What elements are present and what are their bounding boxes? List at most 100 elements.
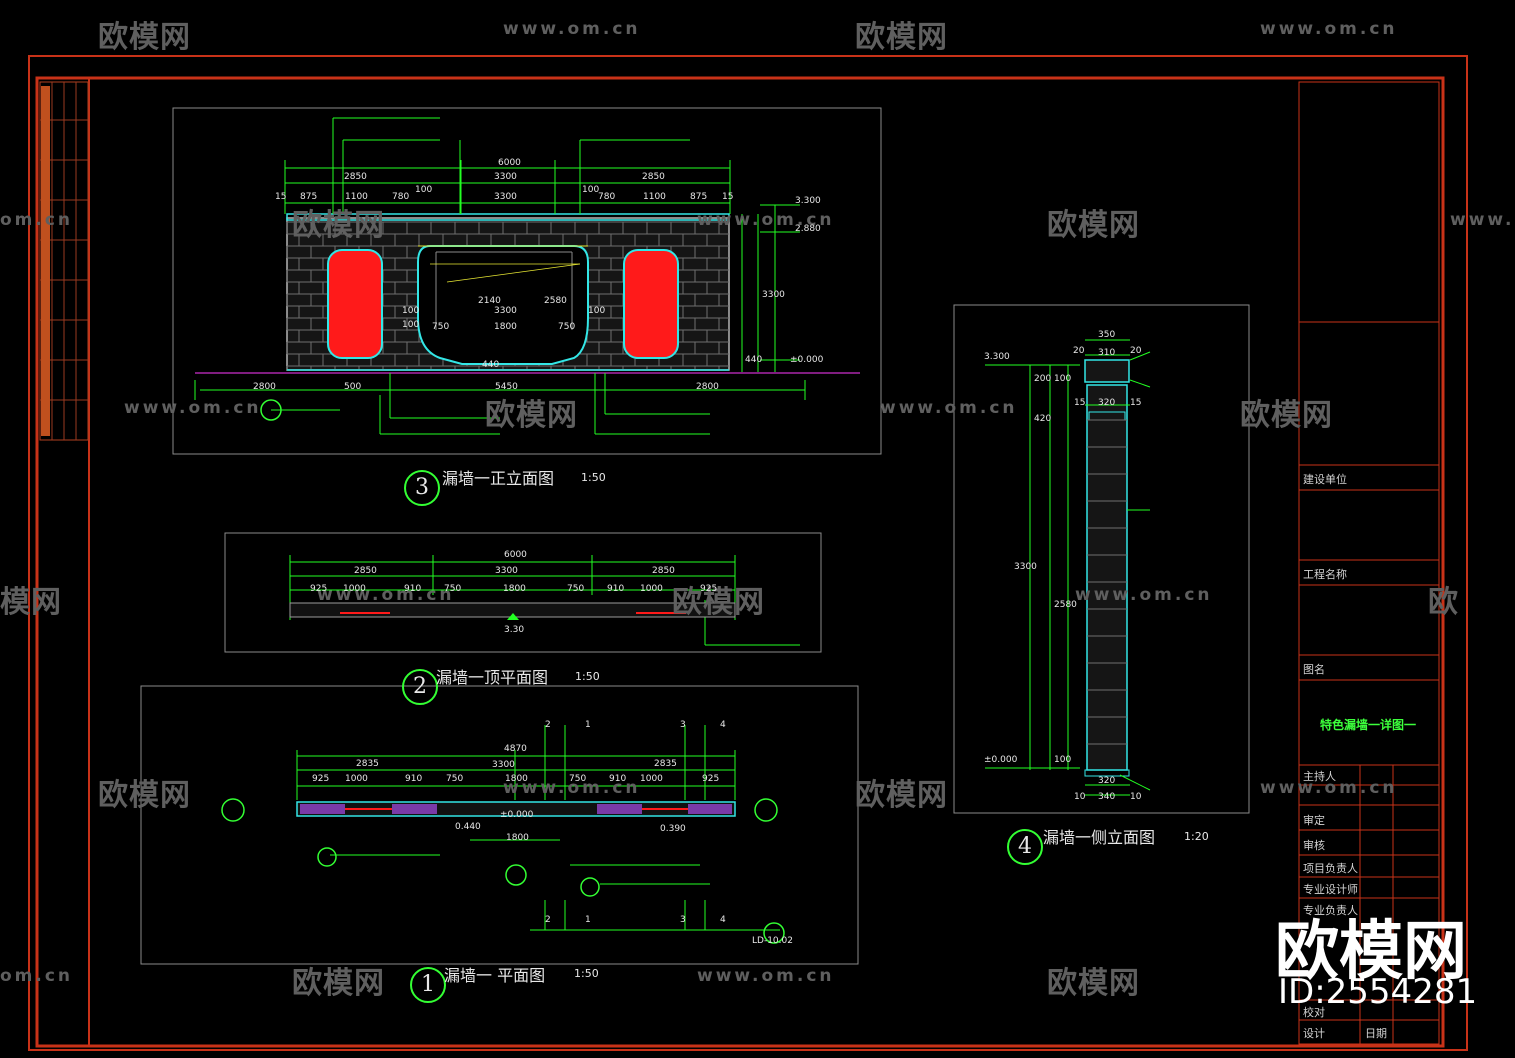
watermark-logo: 欧模网: [292, 966, 385, 1001]
dim-bottom-left: 2800: [253, 382, 276, 392]
level-zero: ±0.000: [790, 355, 824, 365]
plan-seg: 910: [609, 774, 627, 784]
plan-axis: 3: [680, 720, 686, 730]
plan-seg: 925: [702, 774, 720, 784]
plan-seg: 1000: [640, 774, 663, 784]
dim-bottom-right: 2800: [696, 382, 719, 392]
section-marker-plan2-icon: [580, 877, 600, 897]
badge-id: ID:2554281: [1278, 972, 1478, 1012]
dim-seg: 15: [722, 192, 734, 202]
title-block-drawing: 图名: [1303, 663, 1325, 676]
plan-axis: 1: [585, 915, 591, 925]
top-plan-left: 2850: [354, 566, 377, 576]
side-dim-v: 200: [1034, 374, 1052, 384]
view-title-1: 漏墙一 平面图: [444, 966, 546, 985]
top-plan-seg: 750: [444, 584, 462, 594]
section-cut-right-icon: [754, 798, 778, 822]
plan-axis: 2: [545, 720, 551, 730]
dim-mid: 3300: [494, 172, 517, 182]
section-cut-left-icon: [221, 798, 245, 822]
watermark-logo: 欧模网: [98, 778, 191, 813]
top-plan-seg: 910: [607, 584, 625, 594]
title-block-row: 专业设计师: [1303, 883, 1358, 896]
elevation-dimension-lines: [194, 117, 806, 435]
side-dim: 10: [1130, 792, 1142, 802]
view-scale-1: 1:50: [574, 967, 599, 980]
watermark-url: www.om.cn: [1260, 778, 1398, 798]
top-plan-seg: 910: [404, 584, 422, 594]
view-number-3: 3: [404, 470, 440, 506]
plan-axis: 1: [585, 720, 591, 730]
side-dim-v: 2580: [1054, 600, 1077, 610]
side-dim-v: 100: [1054, 374, 1072, 384]
view1-frame: [140, 685, 859, 965]
dim-seg: 1100: [345, 192, 368, 202]
top-plan-seg: 1800: [503, 584, 526, 594]
index-ref-icon: [763, 922, 785, 944]
watermark-logo: 模网: [0, 585, 62, 620]
title-block-row: 审核: [1303, 839, 1325, 852]
dim-seg: 875: [300, 192, 318, 202]
dim-inner: 1800: [494, 322, 517, 332]
title-block-row: 审定: [1303, 814, 1325, 827]
level-top: 3.300: [795, 196, 821, 206]
inner-frame: [35, 76, 1445, 1048]
level-marker-icon: [507, 613, 519, 620]
side-dim: 20: [1130, 346, 1142, 356]
dim-inner: 440: [745, 355, 763, 365]
plan-axis: 3: [680, 915, 686, 925]
watermark-logo: 欧模网: [1047, 208, 1140, 243]
plan-axis: 2: [545, 915, 551, 925]
dim-seg: 15: [275, 192, 287, 202]
plan-seg: 750: [569, 774, 587, 784]
top-plan-seg: 750: [567, 584, 585, 594]
dim-left: 2850: [344, 172, 367, 182]
plan-seg: 1000: [345, 774, 368, 784]
side-dim: 10: [1074, 792, 1086, 802]
view-title-3: 漏墙一正立面图: [442, 469, 555, 488]
dim-inner: 2140: [478, 296, 501, 306]
dim-bottom-small: 500: [344, 382, 362, 392]
watermark-url: www.om.cn: [697, 210, 835, 230]
view-number-2: 2: [402, 669, 438, 705]
side-dim: 320: [1098, 398, 1116, 408]
plan-seg: 3300: [492, 760, 515, 770]
dim-inner: 3300: [494, 306, 517, 316]
title-block-drawing-title: 特色漏墙一详图一: [1320, 718, 1417, 732]
plan-left: 2835: [356, 759, 379, 769]
side-level: 3.300: [984, 352, 1010, 362]
view-scale-3: 1:50: [581, 471, 606, 484]
view4-frame: [953, 304, 1250, 814]
watermark-url: om.cn: [0, 210, 74, 230]
plan-axis: 4: [720, 915, 726, 925]
view-scale-4: 1:20: [1184, 830, 1209, 843]
watermark-url: www.om.cn: [1260, 19, 1398, 39]
top-plan-seg: 1000: [640, 584, 663, 594]
side-wall: [1084, 359, 1130, 777]
top-plan-seg: 925: [310, 584, 328, 594]
top-plan-level: 3.30: [504, 625, 525, 635]
detail-ref-icon: [505, 864, 527, 886]
plan-total: 4870: [504, 744, 527, 754]
watermark-url: www.o: [1450, 210, 1515, 230]
watermark-url: www.om.cn: [317, 585, 455, 605]
side-dim-v: 3300: [1014, 562, 1037, 572]
watermark-logo: 欧模网: [485, 398, 578, 433]
watermark-url: www.om.cn: [503, 19, 641, 39]
section-marker-plan-icon: [317, 847, 337, 867]
watermark-logo: 欧模网: [98, 20, 191, 55]
watermark-logo: 欧模网: [1047, 966, 1140, 1001]
top-plan-right: 2850: [652, 566, 675, 576]
view-number-4: 4: [1007, 829, 1043, 865]
dim-seg: 100: [415, 185, 433, 195]
plan-seg: 750: [446, 774, 464, 784]
side-level: ±0.000: [984, 755, 1018, 765]
view-title-2: 漏墙一顶平面图: [436, 668, 549, 687]
top-plan-seg: 1000: [343, 584, 366, 594]
plan-right: 2835: [654, 759, 677, 769]
badge-logo: 欧模网: [1275, 915, 1467, 989]
dim-inner: 440: [482, 360, 500, 370]
plan-axis: 4: [720, 720, 726, 730]
